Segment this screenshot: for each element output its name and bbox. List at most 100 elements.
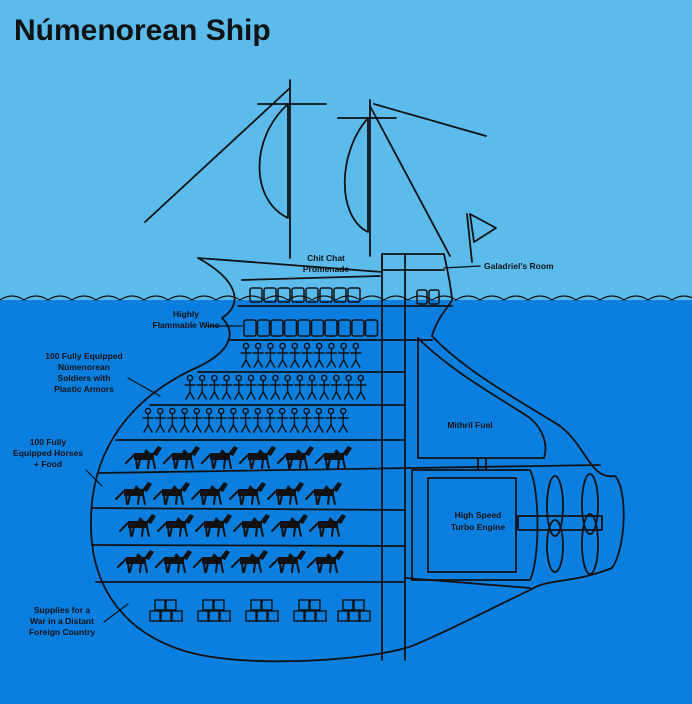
horse-figure: [315, 446, 352, 469]
wine-barrel: [351, 319, 365, 337]
soldier-figure: [245, 374, 257, 400]
horses-line: 100 Fully: [30, 437, 67, 447]
supplies-line: Foreign Country: [29, 627, 95, 637]
sail-rear: [343, 117, 369, 233]
flag: [466, 213, 497, 263]
supply-crate: [245, 610, 257, 622]
soldier-figure: [142, 407, 154, 433]
label-horses: 100 Fully Equipped Horses + Food: [13, 437, 83, 469]
soldier-figure: [318, 374, 330, 400]
soldier-figure: [154, 407, 166, 433]
horse-figure: [239, 446, 276, 469]
wine-barrel: [283, 319, 298, 337]
supply-crate: [309, 599, 321, 611]
promenade-line: Promenade: [303, 264, 350, 274]
soldier-figure: [276, 342, 289, 368]
supply-crate: [298, 599, 310, 611]
soldier-figure: [355, 374, 367, 400]
label-promenade: Chit Chat Promenade: [303, 253, 350, 274]
horse-figure: [269, 550, 306, 573]
label-galadriel: Galadriel's Room: [484, 261, 554, 271]
soldiers-line: Plastic Armors: [54, 384, 114, 394]
soldier-figure: [300, 407, 313, 433]
supply-crate: [293, 610, 305, 622]
soldier-figure: [240, 342, 252, 368]
sail-front: [258, 103, 289, 219]
horse-figure: [201, 446, 238, 469]
soldier-figure: [276, 407, 288, 433]
supply-crate: [171, 610, 183, 622]
supply-crate: [208, 610, 220, 622]
promenade-window: [347, 287, 361, 303]
supply-crate: [261, 599, 273, 611]
promenade-window: [305, 287, 319, 303]
fuel-line: Mithril Fuel: [447, 420, 492, 430]
soldier-figure: [233, 374, 245, 400]
supply-crate: [213, 599, 225, 611]
soldier-figure: [203, 407, 215, 433]
wine-barrel: [337, 319, 352, 337]
soldier-figure: [264, 342, 277, 368]
wine-barrel: [324, 319, 338, 337]
soldier-figure: [313, 342, 325, 368]
galadriel-window: [416, 289, 428, 305]
promenade-line: Chit Chat: [307, 253, 345, 263]
engine-line: Turbo Engine: [451, 522, 505, 532]
supply-crate: [337, 610, 349, 622]
soldiers-line: 100 Fully Equipped: [45, 351, 122, 361]
promenade-windows: [249, 287, 361, 303]
horse-figure: [231, 550, 268, 573]
soldier-figure: [252, 407, 264, 433]
rigging: [144, 79, 487, 259]
soldier-figure: [313, 407, 325, 433]
supply-crate: [149, 610, 161, 622]
horse-figure: [153, 482, 190, 505]
galadriel-window: [428, 289, 440, 305]
supply-crate: [267, 610, 279, 622]
soldier-figure: [306, 374, 318, 400]
internal-structure: [91, 253, 603, 661]
engine-line: High Speed: [455, 510, 502, 520]
supply-crates: [149, 599, 371, 622]
promenade-window: [333, 287, 347, 303]
pointer-lines: [85, 265, 481, 623]
supply-crate: [219, 610, 231, 622]
horse-figure: [271, 514, 308, 537]
horse-figure: [277, 446, 314, 469]
supply-crate: [359, 610, 371, 622]
soldier-figure: [184, 374, 196, 400]
supply-crate: [160, 610, 172, 622]
supplies-line: Supplies for a: [34, 605, 90, 615]
ship-hull: [90, 253, 625, 663]
soldiers-line: Soldiers with: [58, 373, 111, 383]
supply-crate: [348, 610, 360, 622]
horses-deck: [115, 446, 352, 573]
soldier-figure: [269, 374, 282, 400]
page-title: Númenorean Ship: [14, 14, 271, 47]
soldier-figure: [257, 374, 269, 400]
soldier-figure: [281, 374, 294, 400]
promenade-window: [277, 287, 291, 303]
wine-line: Highly: [173, 309, 199, 319]
horse-figure: [191, 482, 228, 505]
soldier-figure: [166, 407, 179, 433]
soldier-figure: [325, 342, 338, 368]
soldier-figure: [196, 374, 208, 400]
sky: [0, 0, 692, 300]
promenade-window: [291, 287, 305, 303]
label-wine: Highly Flammable Wine: [153, 309, 220, 330]
supply-crate: [197, 610, 209, 622]
horse-figure: [193, 550, 230, 573]
supply-crate: [256, 610, 268, 622]
sea: [0, 300, 692, 704]
wine-barrel: [297, 319, 311, 337]
supply-crate: [202, 599, 214, 611]
supply-crate: [154, 599, 166, 611]
soldier-figure: [264, 407, 276, 433]
horse-figure: [305, 482, 342, 505]
soldier-figure: [342, 374, 355, 400]
horses-line: Equipped Horses: [13, 448, 83, 458]
horse-figure: [195, 514, 232, 537]
